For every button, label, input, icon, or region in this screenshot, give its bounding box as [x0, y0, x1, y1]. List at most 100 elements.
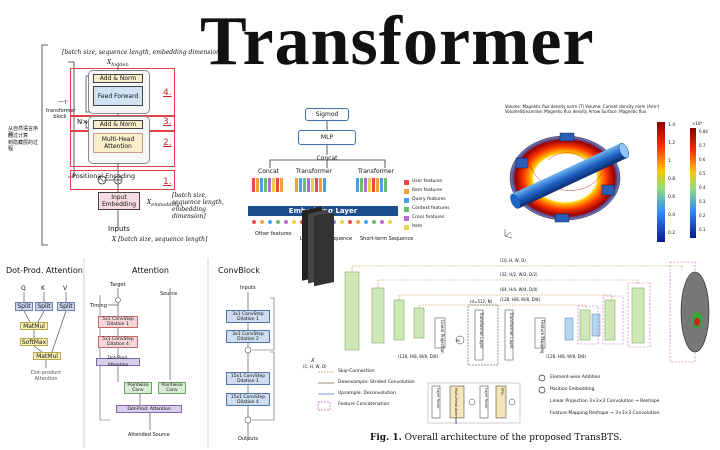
- dim-b: (128, H/8, W/8, D/8): [546, 354, 587, 359]
- block-label-a: 一个: [57, 100, 68, 106]
- colorbar2-tick: 0.3: [699, 199, 706, 204]
- transformer-layer-label-1: Transformer Layer: [479, 312, 484, 349]
- shape-mid: [batch size, sequence length, embedding …: [172, 192, 224, 220]
- num-2: 2.: [163, 138, 172, 148]
- k-label: K: [41, 285, 45, 292]
- dp-title: Dot-Prod. Attention: [6, 266, 83, 275]
- feature-bar: [280, 178, 283, 192]
- side-note-a: 从自然语言序列: [8, 126, 39, 138]
- source-label: Source: [160, 291, 178, 297]
- colorbar-tick: 1.2: [668, 141, 676, 146]
- figure-caption: Fig. 1. Overall architecture of the prop…: [370, 433, 622, 443]
- matmul-1: MatMul: [20, 322, 48, 330]
- legend-swatch: [404, 189, 409, 194]
- feature-bar: [364, 178, 367, 192]
- legend-right-item: Linear Projection 3×3×3 Convolution → Re…: [550, 399, 660, 404]
- skip-connections: [351, 265, 683, 308]
- colorbar-1: [657, 122, 665, 242]
- cb-outputs-label: Outputs: [238, 436, 258, 442]
- page-title: Transformer: [200, 3, 595, 80]
- token-dot: [276, 220, 280, 224]
- shape-bottom: X [batch size, sequence length]: [112, 236, 208, 243]
- feature-bar: [380, 178, 383, 192]
- dim-label: (16, H, W, D): [500, 258, 526, 263]
- input-embedding-box: Input Embedding: [98, 192, 140, 210]
- encoder-blocks: [344, 271, 425, 351]
- linear-projection-box: [434, 317, 446, 349]
- conv-dil4-box: 5x1 ConvStep Dilation 4: [98, 336, 138, 348]
- side-note-b: 经过计算: [8, 133, 29, 139]
- feature-bar: [264, 178, 267, 192]
- add-norm-mid: Add & Norm: [93, 120, 143, 129]
- legend-left-item: Upsample: Deconvolution: [338, 391, 396, 396]
- x-hidden-label: Xhidden: [107, 59, 129, 69]
- multi-head-attention-box: Multi-Head Attention: [93, 133, 143, 153]
- x-embedding-label: Xembedding: [147, 199, 180, 209]
- other-features-label: Other features: [255, 231, 292, 237]
- feature-bar: [268, 178, 271, 192]
- feature-bar: [356, 178, 359, 192]
- blue-blocks: [564, 313, 601, 341]
- inner-label: FFN: [500, 388, 504, 395]
- feature-bar: [319, 178, 322, 192]
- colorbar2-tick: 0.5: [699, 171, 706, 176]
- feature-bar: [299, 178, 302, 192]
- conv-dil1-box: 5x1 ConvStep Dilation 1: [98, 316, 138, 328]
- colorbar-tick: 0.4: [668, 213, 676, 218]
- feature-bar: [303, 178, 306, 192]
- timing-label: Timing: [90, 303, 107, 309]
- token-dot: [260, 220, 264, 224]
- legend-swatch: [404, 216, 409, 221]
- token-dot: [348, 220, 352, 224]
- feature-bar: [368, 178, 371, 192]
- inner-label: Layer Norm: [484, 388, 488, 409]
- sigmod-box: Sigmod: [305, 108, 349, 121]
- split-q: Split: [15, 302, 33, 311]
- feature-bar: [252, 178, 255, 192]
- feature-bar: [323, 178, 326, 192]
- token-dot: [372, 220, 376, 224]
- legend-glyphs: [317, 371, 546, 411]
- attended-source-label: Attended Source: [128, 432, 170, 438]
- legend-item: Query features: [412, 197, 446, 202]
- block-label-b: transformer block: [46, 108, 76, 120]
- cb-inputs-label: Inputs: [240, 285, 256, 291]
- linear-projection-label: Linear Projection: [440, 320, 445, 354]
- mlp-box: MLP: [298, 130, 356, 145]
- concat-label: Concat: [258, 168, 279, 175]
- side-note-c: 到隐藏层的过程: [8, 140, 39, 152]
- dp-caption: Dot-product Attention: [31, 370, 61, 382]
- legend-item: Item: [412, 224, 423, 229]
- cylinder-rod: [510, 142, 630, 209]
- legend-left-item: Downsample: Strided Convolution: [338, 380, 415, 385]
- input-mri-stack: [302, 206, 334, 287]
- inputs-label: Inputs: [108, 225, 130, 233]
- feature-bar: [272, 178, 275, 192]
- colorbar2-tick: 0.6: [699, 157, 706, 162]
- dp-attn-box-1: Dot-Prod. Attention: [96, 356, 140, 368]
- colorbar-2: [690, 128, 696, 238]
- colorbar2-tick: 0.4: [699, 185, 706, 190]
- token-dot: [268, 220, 272, 224]
- att-title: Attention: [132, 266, 169, 275]
- decoder-blocks: [579, 287, 645, 344]
- output-brain: [680, 271, 710, 353]
- concat-top-label: Concat: [316, 154, 338, 162]
- transformer-label-a: Transformer: [296, 168, 333, 175]
- colorbar-tick: 0.6: [668, 195, 676, 200]
- legend-item: User features: [412, 179, 443, 184]
- legend-left-item: Skip-Connection: [338, 369, 375, 374]
- legend-swatch: [404, 225, 409, 230]
- pointwise-1: Pointwise Conv: [124, 382, 152, 394]
- legend-item: Context features: [412, 206, 450, 211]
- target-label: Target: [110, 282, 126, 288]
- legend-left-item: Feature Concatenation: [338, 402, 390, 407]
- legend-item: Item features: [412, 188, 443, 193]
- feed-forward-box: Feed Forward: [93, 86, 143, 106]
- token-dot: [364, 220, 368, 224]
- inner-label: Layer Norm: [436, 388, 440, 409]
- x-shape: (C, H, W, D): [303, 364, 327, 369]
- dim-label: (64, H/4, W/4, D/4): [500, 287, 538, 292]
- cb-box-3: 15x1 ConvStep Dilation 1: [226, 372, 270, 385]
